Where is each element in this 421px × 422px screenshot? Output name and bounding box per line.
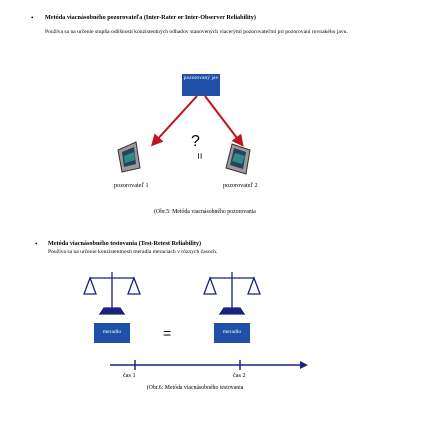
time1-label: čas 1 [123,372,136,379]
meters-equal-sign: = [163,325,172,341]
question-mark: ? [191,133,200,150]
observer2-icon [225,143,251,175]
arrow-right [204,95,244,147]
observer2-label: pozorovateľ 2 [223,182,258,189]
meter2-label: meradlo [222,329,242,335]
equal-sign-vertical: = [193,152,206,160]
meter2-box [214,323,250,343]
section1-text: Používa sa na určenie stupňa odlišnosti … [45,29,348,35]
time2-label: čas 2 [233,372,246,379]
observer1-label: pozorovateľ 1 [114,182,149,189]
bullet-1: • [31,14,34,22]
figure6-diagram [83,272,308,370]
section2-text: Používa sa na určenie konzistentnosti me… [48,249,218,255]
section2-heading: Metóda viacnásobného testovania (Test-Re… [48,240,202,247]
scale2-icon [203,272,261,315]
arrow-left [150,95,198,147]
figure6-caption: (Obr.6: Metóda viacnásobného testovania [146,385,244,391]
section1-heading: Metóda viacnásobného pozorovateľa (Inter… [45,14,256,21]
observed-box [182,74,220,96]
figure5-caption: (Obr.5: Metóda viacnásobného pozorovania [154,209,256,215]
meter1-label: meradlo [102,329,122,335]
scale1-icon [83,272,141,315]
bullet-2: • [35,240,38,248]
observed-label: pozorovaný jav [183,75,219,81]
figure5-diagram [117,74,251,175]
observer1-icon [117,141,141,173]
meter1-box [94,323,130,343]
